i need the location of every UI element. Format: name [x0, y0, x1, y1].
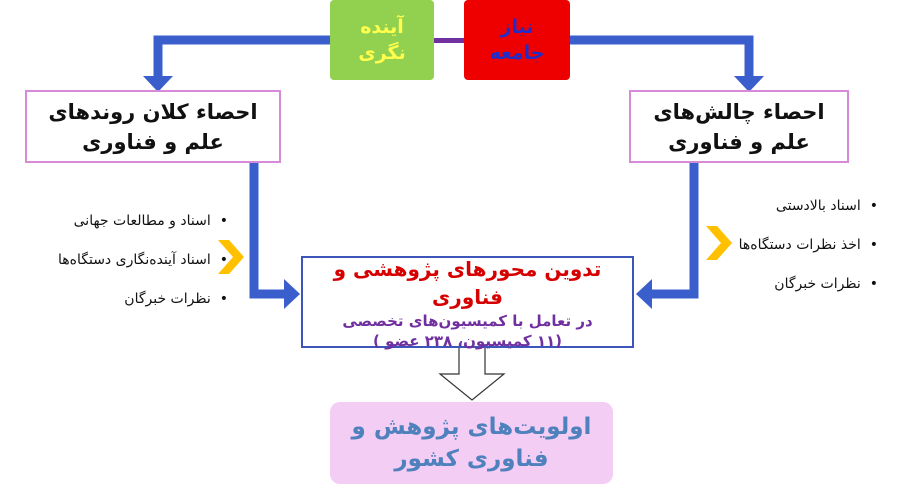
challenges-line-2: علم و فناوری	[668, 129, 810, 154]
right-bullet-list: اسناد بالادستی اخذ نظرات دستگاه‌ها نظرات…	[739, 196, 878, 313]
foresight-line-2: نگری	[358, 42, 406, 64]
challenges-box: احصاء چالش‌های علم و فناوری	[629, 90, 849, 163]
arrow-foresight-to-megatrends	[153, 35, 330, 78]
arrow-challenges-to-center	[650, 163, 699, 299]
need-line-1: نیاز	[500, 16, 534, 38]
research-axes-commission-count: (۱۱ کمیسیون، ۲۳۸ عضو )	[373, 332, 563, 350]
arrow-head-megatrends-to-center	[284, 279, 300, 309]
society-need-box: نیاز جامعه	[464, 0, 570, 80]
priorities-line-2: فناوری کشور	[394, 446, 549, 472]
arrow-head-challenges-to-center	[636, 279, 652, 309]
left-bullet-list: اسناد و مطالعات جهانی اسناد آینده‌نگاری …	[58, 211, 228, 328]
research-axes-subtitle: در تعامل با کمیسیون‌های تخصصی	[342, 312, 593, 330]
research-axes-box: تدوین محورهای پژوهشی و فناوری در تعامل ب…	[301, 256, 634, 350]
list-item: اسناد آینده‌نگاری دستگاه‌ها	[58, 250, 228, 270]
list-item: اسناد و مطالعات جهانی	[58, 211, 228, 231]
national-priorities-box: اولویت‌های پژوهش و فناوری کشور	[330, 402, 613, 484]
list-item: اسناد بالادستی	[739, 196, 878, 216]
list-item: نظرات خبرگان	[58, 289, 228, 309]
priorities-line-1: اولویت‌های پژوهش و	[351, 414, 592, 440]
megatrends-line-2: علم و فناوری	[82, 129, 224, 154]
megatrends-box: احصاء کلان روندهای علم و فناوری	[25, 90, 281, 163]
arrow-need-to-challenges	[570, 35, 754, 78]
foresight-box: آینده نگری	[330, 0, 434, 80]
arrow-center-to-output	[438, 348, 506, 401]
foresight-line-1: آینده	[360, 16, 404, 38]
list-item: نظرات خبرگان	[739, 274, 878, 294]
top-connector-bar	[433, 38, 465, 43]
chevron-right-icon	[706, 226, 732, 260]
arrow-head-need-to-challenges	[734, 76, 764, 92]
need-line-2: جامعه	[489, 42, 545, 64]
arrow-head-foresight-to-megatrends	[143, 76, 173, 92]
megatrends-line-1: احصاء کلان روندهای	[48, 99, 258, 124]
arrow-megatrends-to-center	[249, 163, 286, 299]
chevron-right-icon	[218, 240, 244, 274]
list-item: اخذ نظرات دستگاه‌ها	[739, 235, 878, 255]
research-axes-title: تدوین محورهای پژوهشی و فناوری	[333, 257, 602, 309]
challenges-line-1: احصاء چالش‌های	[653, 99, 825, 124]
